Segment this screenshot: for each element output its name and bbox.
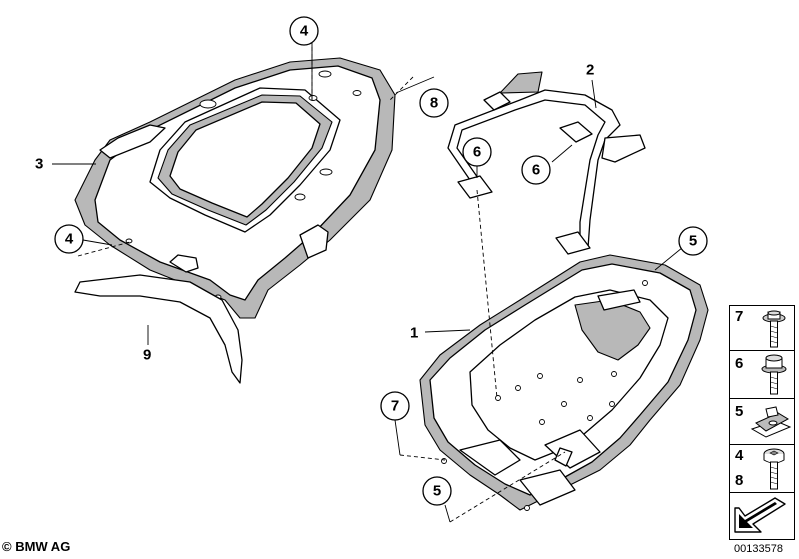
legend-number: 7 [735, 308, 744, 325]
carrier-tray-part [419, 254, 709, 511]
seat-cover-part [74, 57, 396, 319]
callout-4-top: 4 [289, 16, 319, 46]
svg-text:5: 5 [433, 483, 441, 500]
svg-text:7: 7 [391, 398, 399, 415]
spring-nut-icon [750, 406, 792, 438]
grab-handle-part [447, 71, 646, 255]
callout-9: 9 [143, 347, 151, 364]
legend-item-4-8: 4 8 [729, 444, 795, 494]
callout-2: 2 [586, 62, 594, 79]
legend-number: 4 [735, 447, 744, 464]
legend-number: 5 [735, 403, 744, 420]
legend-item-6: 6 [729, 350, 795, 400]
torx-bolt-icon [763, 448, 785, 490]
flange-bolt-icon [762, 310, 786, 348]
svg-text:1: 1 [410, 325, 418, 342]
callout-7: 7 [380, 391, 410, 421]
callout-4-left: 4 [54, 224, 84, 254]
callout-3: 3 [35, 156, 43, 173]
hex-bolt-icon [761, 354, 787, 395]
svg-text:4: 4 [300, 23, 309, 40]
direction-arrow-box [729, 492, 795, 540]
copyright-label: © BMW AG [2, 539, 71, 554]
diagram-id: 00133578 [734, 543, 783, 555]
legend-item-5: 5 [729, 398, 795, 446]
trim-strip-part [74, 274, 243, 384]
svg-text:6: 6 [473, 144, 481, 161]
svg-text:9: 9 [143, 347, 151, 364]
svg-text:4: 4 [65, 231, 74, 248]
svg-text:2: 2 [586, 62, 594, 79]
callout-6-right: 6 [521, 155, 551, 185]
legend-number: 6 [735, 355, 744, 372]
callout-8: 8 [419, 88, 449, 118]
svg-text:3: 3 [35, 156, 43, 173]
callout-5-bottom: 5 [422, 476, 452, 506]
callout-1: 1 [410, 325, 418, 342]
svg-text:5: 5 [689, 233, 697, 250]
svg-text:6: 6 [532, 162, 540, 179]
callout-6-left: 6 [462, 137, 492, 167]
legend-item-7: 7 [729, 305, 795, 352]
legend-number: 8 [735, 472, 744, 489]
direction-arrow-icon [734, 497, 786, 533]
callout-5-right: 5 [678, 226, 708, 256]
svg-text:8: 8 [430, 95, 438, 112]
